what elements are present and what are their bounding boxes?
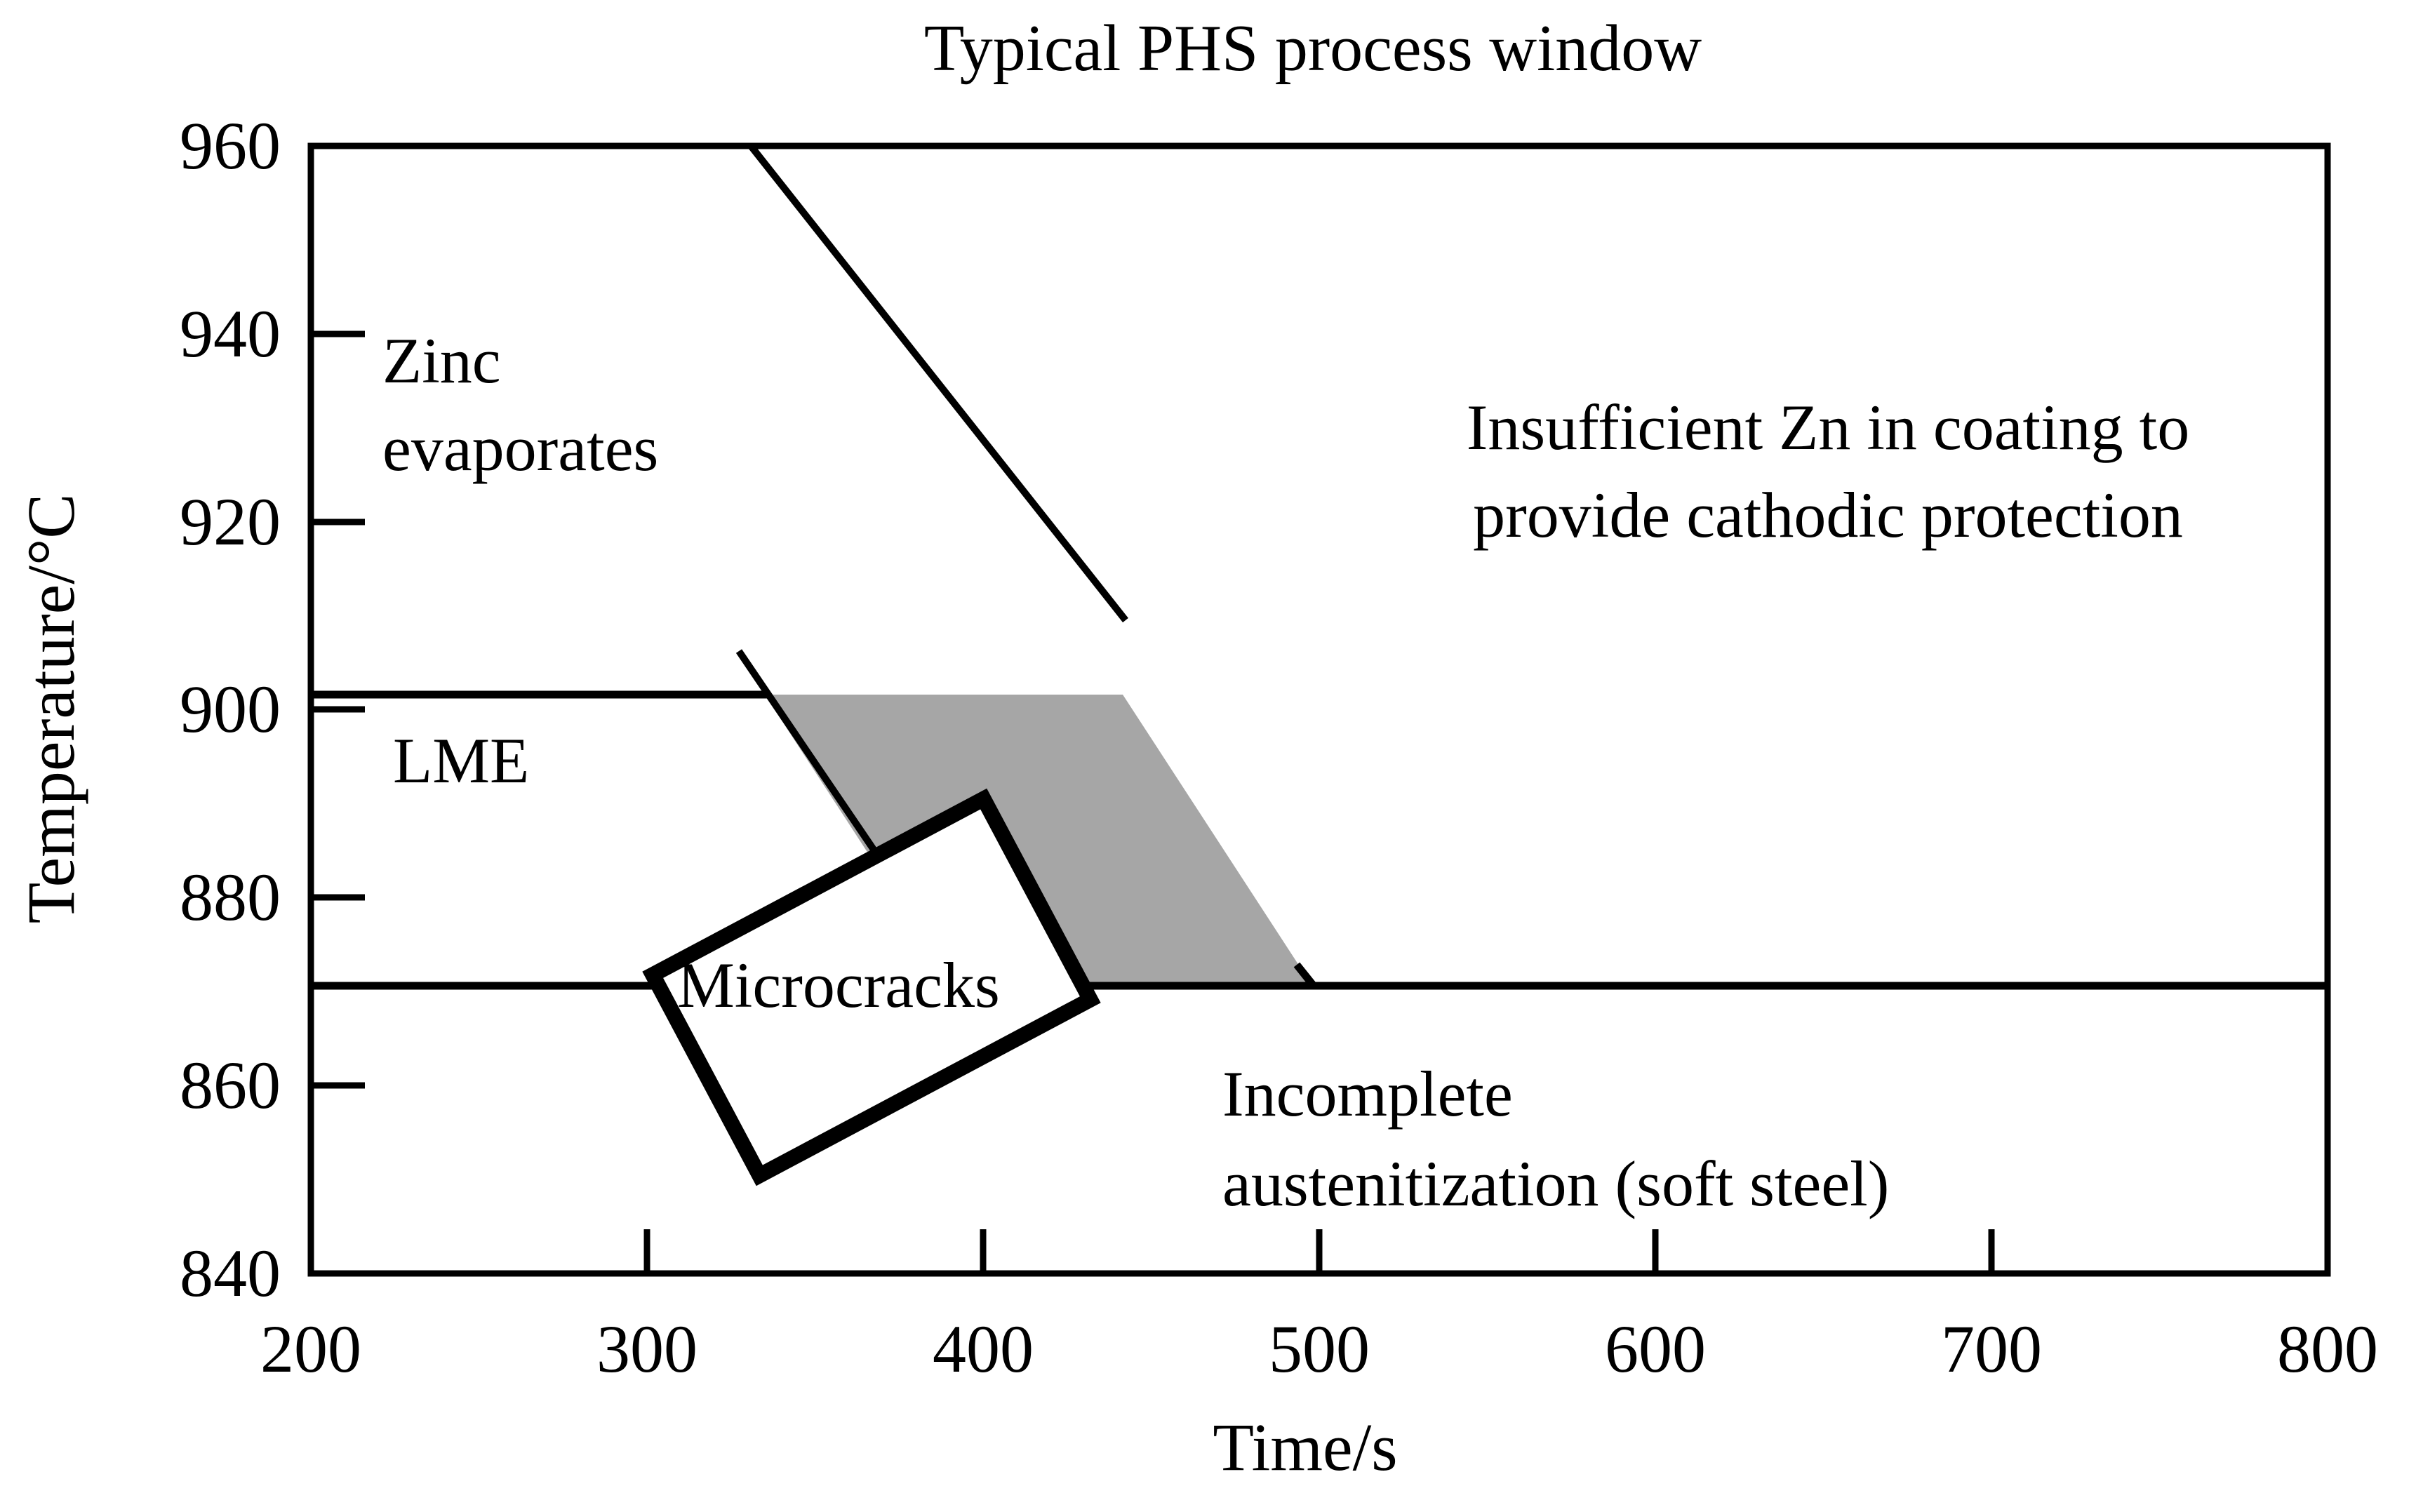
annotation-microcracks: Microcracks [677, 949, 1000, 1021]
y-tick-label: 880 [180, 859, 281, 935]
annotation-line: Zinc [382, 325, 501, 396]
annotation-line: provide cathodic protection [1473, 479, 2183, 551]
y-tick-labels: 960 940 920 900 880 860 840 [180, 108, 281, 1311]
annotation-lme: LME [393, 725, 529, 796]
x-tick-label: 800 [2277, 1311, 2378, 1386]
x-tick-labels: 200 300 400 500 600 700 800 [260, 1311, 2378, 1386]
window-right-corner-tick [1293, 962, 1317, 989]
y-tick-marks [311, 330, 365, 1089]
y-tick-label: 840 [180, 1236, 281, 1311]
y-tick-label: 960 [180, 108, 281, 183]
x-tick-label: 600 [1605, 1311, 1706, 1386]
zinc-evaporation-diagonal [748, 143, 1128, 623]
annotation-line: Insufficient Zn in coating to [1467, 392, 2190, 463]
x-tick-label: 500 [1269, 1311, 1370, 1386]
chart-title: Typical PHS process window [924, 12, 1702, 85]
y-tick-label: 860 [180, 1048, 281, 1123]
y-tick-label: 900 [180, 671, 281, 747]
annotation-line: austenitization (soft steel) [1222, 1148, 1889, 1219]
microcracks-region-box [642, 788, 1101, 1186]
annotation-insufficient-zn: Insufficient Zn in coating to provide ca… [1467, 392, 2190, 551]
x-tick-label: 400 [933, 1311, 1034, 1386]
annotation-zinc-evaporates: Zinc evaporates [382, 325, 658, 484]
x-tick-label: 300 [596, 1311, 698, 1386]
annotation-incomplete-austenitization: Incomplete austenitization (soft steel) [1222, 1058, 1889, 1219]
y-axis-title: Temperature/°C [13, 494, 88, 924]
annotation-line: LME [393, 725, 529, 796]
x-axis-title: Time/s [1213, 1410, 1397, 1485]
annotation-line: evaporates [382, 413, 658, 484]
y-tick-label: 920 [180, 484, 281, 559]
x-tick-marks [643, 1229, 1995, 1273]
x-tick-label: 700 [1941, 1311, 2042, 1386]
y-tick-label: 940 [180, 296, 281, 371]
process-window-parallelogram [765, 695, 1312, 986]
annotation-line: Incomplete [1222, 1058, 1513, 1130]
annotation-line: Microcracks [677, 949, 1000, 1021]
x-tick-label: 200 [260, 1311, 361, 1386]
